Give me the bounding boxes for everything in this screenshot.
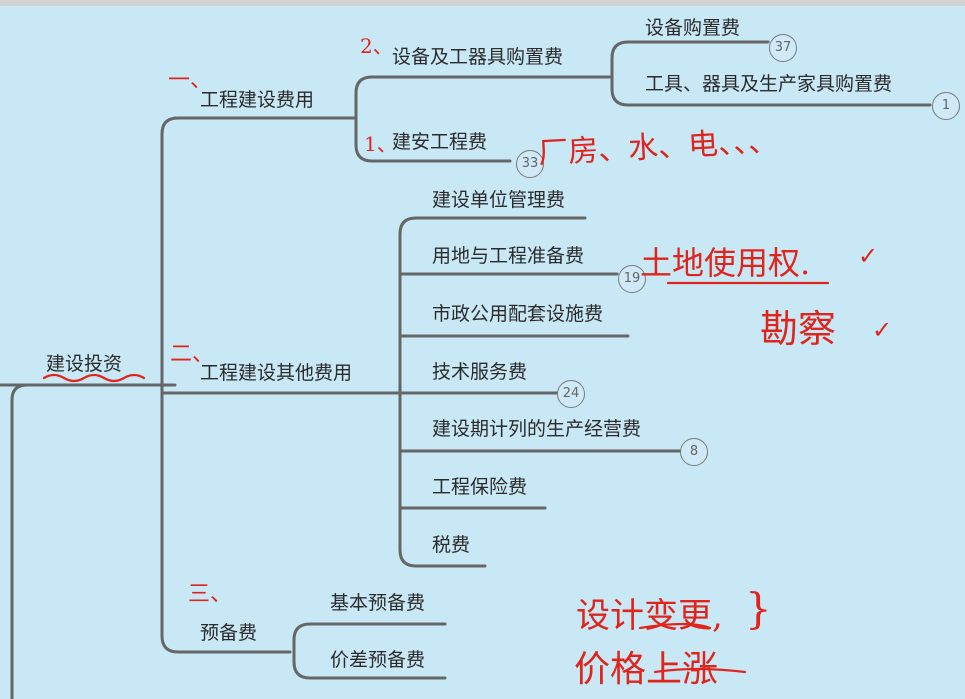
count-badge-tech[interactable]: 24 [557, 380, 585, 408]
node-equipment-purchase[interactable]: 设备及工器具购置费 [392, 46, 564, 68]
check-mark-icon: ✓ [858, 242, 879, 270]
node-tools-furniture[interactable]: 工具、器具及生产家具购置费 [645, 73, 893, 95]
node-price-reserve[interactable]: 价差预备费 [330, 649, 426, 671]
note-design-change: 设计变更, [576, 596, 723, 636]
node-owner-management[interactable]: 建设单位管理费 [432, 189, 566, 211]
mark-two-equipment: 2、 [360, 34, 393, 58]
note-survey: 勘察 [760, 307, 837, 351]
count-badge-equip[interactable]: 37 [769, 34, 797, 62]
node-insurance[interactable]: 工程保险费 [432, 476, 528, 498]
brace-icon: } [745, 584, 772, 633]
node-reserve[interactable]: 预备费 [200, 622, 258, 644]
node-tech-service[interactable]: 技术服务费 [432, 361, 528, 383]
mark-one: 一、 [168, 68, 213, 93]
node-construction-install[interactable]: 建安工程费 [392, 131, 488, 153]
count-badge-production[interactable]: 8 [680, 438, 708, 466]
node-land-prep[interactable]: 用地与工程准备费 [432, 245, 585, 267]
top-bar [0, 0, 965, 6]
check-mark-icon: ✓ [872, 316, 893, 344]
node-engineering-cost[interactable]: 工程建设费用 [200, 89, 315, 111]
mark-one-construction: 1、 [364, 132, 397, 156]
mark-two: 二、 [170, 342, 215, 367]
count-badge-land[interactable]: 19 [618, 265, 646, 293]
node-municipal[interactable]: 市政公用配套设施费 [432, 303, 604, 325]
node-production-ops[interactable]: 建设期计列的生产经营费 [432, 418, 642, 440]
count-badge-tools[interactable]: 1 [932, 92, 960, 120]
note-land-use-right: 土地使用权. [640, 244, 811, 282]
mark-three: 三、 [188, 582, 233, 607]
node-other-cost[interactable]: 工程建设其他费用 [200, 362, 353, 384]
node-equip-purchase[interactable]: 设备购置费 [645, 17, 741, 39]
node-basic-reserve[interactable]: 基本预备费 [330, 592, 426, 614]
note-price-rise: 价格上涨 [574, 649, 719, 690]
count-badge-construction[interactable]: 33 [516, 150, 544, 178]
root-node[interactable]: 建设投资 [46, 353, 123, 375]
node-tax[interactable]: 税费 [432, 534, 471, 556]
